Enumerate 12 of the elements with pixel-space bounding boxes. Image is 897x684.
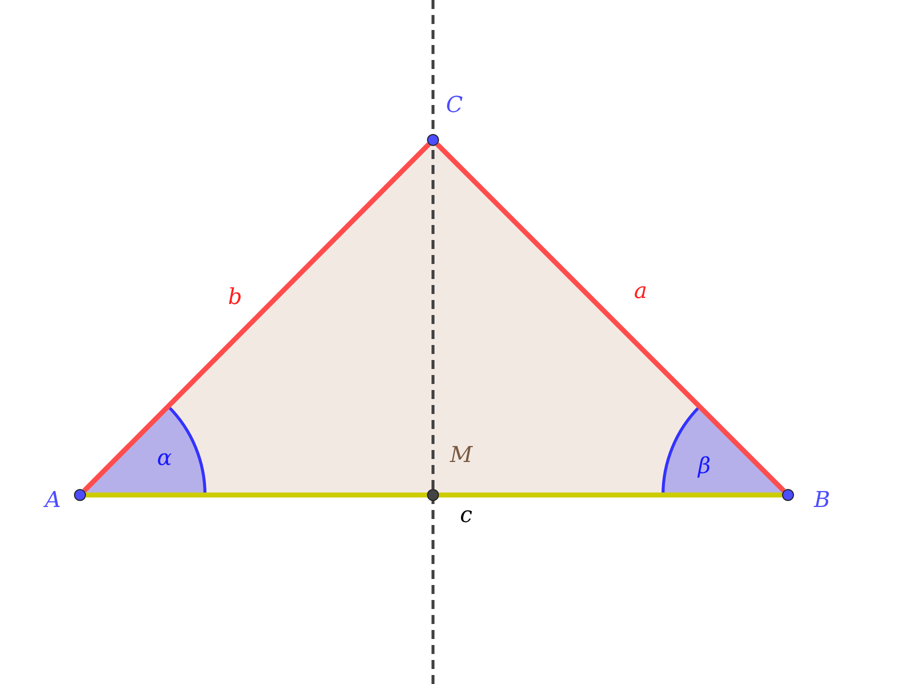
side-label: b xyxy=(228,287,242,309)
point-label: B xyxy=(814,490,830,512)
angle-label: β xyxy=(698,456,711,478)
side-label: c xyxy=(460,505,472,527)
side-label: a xyxy=(634,281,648,303)
triangle-side xyxy=(82,142,431,492)
point-label: M xyxy=(450,445,473,467)
triangle-side xyxy=(435,142,786,493)
angle-label: α xyxy=(157,448,172,470)
triangle-side xyxy=(86,492,782,498)
point-label: A xyxy=(45,490,61,512)
point-label: C xyxy=(446,95,463,117)
